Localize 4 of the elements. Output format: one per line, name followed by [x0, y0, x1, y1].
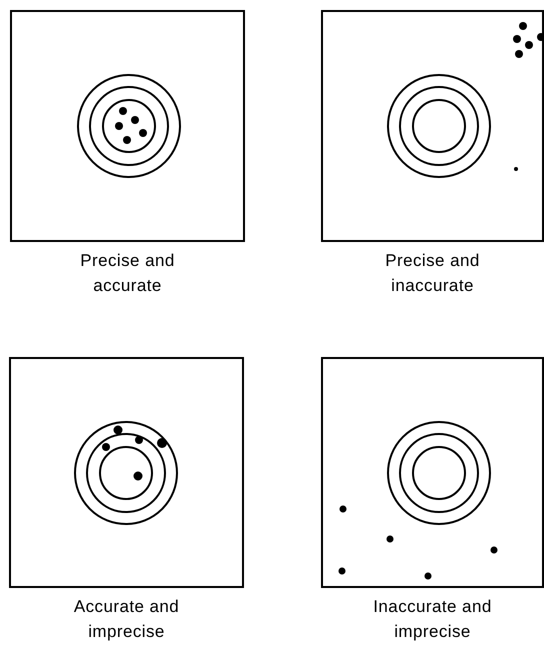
panel-label: Inaccurate and imprecise	[372, 596, 493, 643]
panel-label: Precise and accurate	[79, 250, 176, 297]
panel-label: Precise and inaccurate	[384, 250, 481, 297]
panel-label: Accurate and imprecise	[72, 596, 180, 643]
